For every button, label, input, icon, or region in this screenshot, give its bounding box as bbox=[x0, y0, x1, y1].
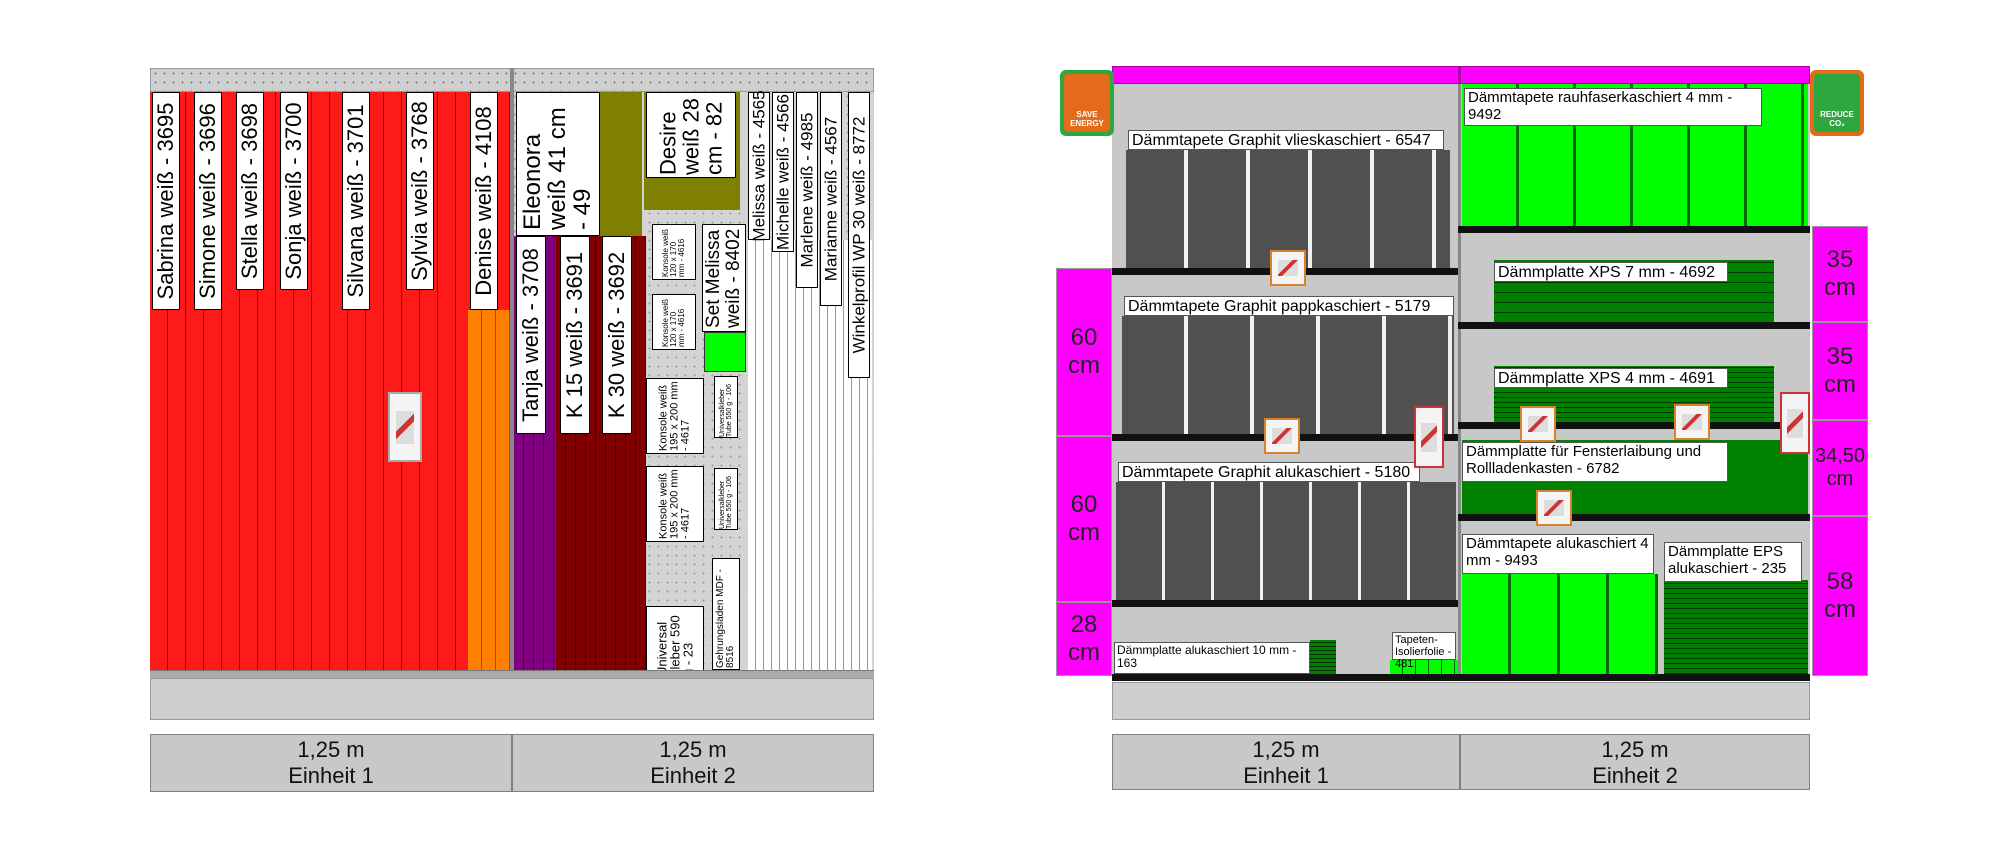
xps4-label: Dämmplatte XPS 4 mm - 4691 bbox=[1494, 368, 1728, 388]
alu10-block bbox=[1310, 640, 1336, 674]
strip-label: Sonja weiß - 3700 bbox=[280, 92, 308, 290]
right-unit-1-footer: 1,25 m Einheit 1 bbox=[1112, 734, 1460, 790]
shelf bbox=[1112, 600, 1458, 607]
strip-label: Marianne weiß - 4567 bbox=[820, 92, 842, 306]
shelf bbox=[1458, 422, 1810, 429]
left-dim-2: 60 cm bbox=[1056, 436, 1112, 602]
product-image bbox=[1674, 404, 1710, 440]
unit-name: Einheit 2 bbox=[650, 763, 736, 788]
left-unit-divider bbox=[510, 68, 514, 670]
right-dim-2: 35 cm bbox=[1812, 322, 1868, 420]
small-item-label: Universalkleber Tube 550 g - 106 bbox=[714, 376, 738, 438]
olive-block bbox=[600, 92, 642, 236]
fenster-label: Dämmplatte für Fensterlaibung und Rollla… bbox=[1462, 442, 1728, 482]
save-energy-text: SAVE ENERGY bbox=[1064, 74, 1110, 132]
save-energy-logo: SAVE ENERGY bbox=[1060, 70, 1114, 136]
unit-width: 1,25 m bbox=[659, 737, 727, 762]
product-image bbox=[1780, 392, 1810, 454]
right-dim-3: 34,50 cm bbox=[1812, 420, 1868, 516]
product-image bbox=[1536, 490, 1572, 526]
tapeten-isol-label: Tapeten-Isolierfolie - 481 bbox=[1392, 632, 1456, 670]
right-unit-divider bbox=[1458, 84, 1461, 680]
unit-name: Einheit 2 bbox=[1592, 763, 1678, 788]
red-strip-area bbox=[150, 310, 468, 670]
unit-width: 1,25 m bbox=[1601, 737, 1669, 762]
product-image bbox=[1520, 406, 1556, 442]
strip-label: Sabrina weiß - 3695 bbox=[152, 92, 180, 310]
strip-label: Silvana weiß - 3701 bbox=[342, 92, 370, 310]
graphit-papp-rolls bbox=[1122, 316, 1454, 434]
left-plinth bbox=[150, 678, 874, 720]
graphit-alu-label: Dämmtapete Graphit alukaschiert - 5180 bbox=[1118, 462, 1420, 482]
small-item-label: Gehrungsladen MDF - 8516 bbox=[712, 558, 740, 670]
strip-label: Melissa weiß - 4565 bbox=[748, 90, 770, 242]
product-image bbox=[1270, 250, 1306, 286]
right-header-bar bbox=[1112, 66, 1810, 84]
strip-label: K 15 weiß - 3691 bbox=[560, 236, 590, 434]
strip-label: Sylvia weiß - 3768 bbox=[406, 92, 434, 290]
set-melissa-label: Set Melissa weiß - 8402 bbox=[702, 224, 746, 332]
right-dim-1: 35 cm bbox=[1812, 226, 1868, 322]
small-item-label: Universalkleber Tube 550 g - 106 bbox=[714, 468, 738, 530]
product-image bbox=[388, 392, 422, 462]
eleonora-label: Eleonora weiß 41 cm - 49 bbox=[516, 92, 600, 236]
small-item-label: Konsole weiß 120 x 170 mm - 4616 bbox=[652, 224, 696, 280]
shelf bbox=[1458, 322, 1810, 329]
reduce-co2-text: REDUCE CO₂ bbox=[1814, 74, 1860, 132]
rauhfaser-label: Dämmtapete rauhfaserkaschiert 4 mm - 949… bbox=[1464, 88, 1762, 126]
small-item-label: Konsole weiß 195 x 200 mm - 4617 bbox=[646, 466, 704, 542]
product-image bbox=[1414, 406, 1444, 468]
eps-block bbox=[1664, 580, 1808, 678]
alu4-label: Dämmtapete alukaschiert 4 mm - 9493 bbox=[1462, 534, 1654, 574]
left-unit-1-footer: 1,25 m Einheit 1 bbox=[150, 734, 512, 792]
green-block bbox=[704, 332, 746, 372]
eps-label: Dämmplatte EPS alukaschiert - 235 bbox=[1664, 542, 1802, 582]
strip-label: Tanja weiß - 3708 bbox=[516, 236, 546, 434]
orange-strip-area bbox=[468, 310, 510, 670]
xps7-label: Dämmplatte XPS 7 mm - 4692 bbox=[1494, 262, 1728, 282]
small-item-label: Konsole weiß 195 x 200 mm - 4617 bbox=[646, 378, 704, 454]
strip-label: K 30 weiß - 3692 bbox=[602, 236, 632, 434]
reduce-co2-logo: REDUCE CO₂ bbox=[1810, 70, 1864, 136]
tapeten-isol-block bbox=[1390, 660, 1458, 674]
right-dim-4: 58 cm bbox=[1812, 516, 1868, 676]
small-item-label: Konsole weiß 120 x 170 mm - 4616 bbox=[652, 294, 696, 350]
product-image bbox=[1264, 418, 1300, 454]
shelf bbox=[1112, 674, 1458, 681]
unit-width: 1,25 m bbox=[297, 737, 365, 762]
graphit-papp-label: Dämmtapete Graphit pappkaschiert - 5179 bbox=[1124, 296, 1454, 316]
left-unit-2-footer: 1,25 m Einheit 2 bbox=[512, 734, 874, 792]
shelf bbox=[1458, 674, 1810, 681]
shelf bbox=[1458, 514, 1810, 521]
unit-name: Einheit 1 bbox=[1243, 763, 1329, 788]
right-header-divider bbox=[1458, 66, 1461, 84]
strip-label: Denise weiß - 4108 bbox=[470, 92, 498, 310]
graphit-vlies-label: Dämmtapete Graphit vlieskaschiert - 6547 bbox=[1128, 130, 1444, 150]
small-item-label: Universal kleber 590 g - 23 bbox=[646, 606, 704, 678]
strip-label: Marlene weiß - 4985 bbox=[796, 92, 818, 288]
alu4-rolls bbox=[1462, 574, 1658, 678]
desire-label: Desire weiß 28 cm - 82 bbox=[646, 92, 736, 178]
shelf bbox=[1458, 226, 1810, 233]
left-dim-3: 28 cm bbox=[1056, 602, 1112, 676]
right-plinth bbox=[1112, 682, 1810, 720]
strip-label: Stella weiß - 3698 bbox=[236, 92, 264, 290]
left-dim-1: 60 cm bbox=[1056, 268, 1112, 436]
alu10-label: Dämmplatte alukaschiert 10 mm - 163 bbox=[1114, 642, 1310, 674]
unit-width: 1,25 m bbox=[1252, 737, 1320, 762]
graphit-vlies-rolls bbox=[1126, 150, 1450, 268]
graphit-alu-rolls bbox=[1116, 482, 1456, 600]
strip-label: Michelle weiß - 4566 bbox=[772, 92, 794, 252]
strip-label: Winkelprofil WP 30 weiß - 8772 bbox=[848, 92, 870, 378]
unit-name: Einheit 1 bbox=[288, 763, 374, 788]
strip-label: Simone weiß - 3696 bbox=[194, 92, 222, 310]
right-unit-2-footer: 1,25 m Einheit 2 bbox=[1460, 734, 1810, 790]
left-base bbox=[150, 670, 874, 678]
